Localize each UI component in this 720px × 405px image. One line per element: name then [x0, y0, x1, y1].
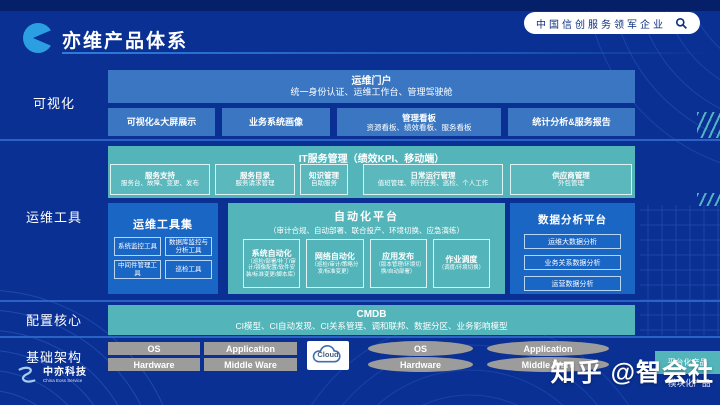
data-item-bigdata: 运维大数据分析 [524, 234, 621, 249]
tagline-text: 中国信创服务领军企业 [536, 19, 666, 31]
company-name-block: 中亦科技 China Eoss Service [43, 367, 87, 384]
tool-system-monitoring: 系统监控工具 [114, 237, 161, 256]
cmdb-subtitle: CI模型、CI自动发现、CI关系管理、调和联邦、数据分区、业务影响模型 [235, 321, 508, 331]
automation-boxes: 系统自动化 （巡检/部署/补丁/审计/镜像配置/软件安装/标准变更/脚本库） 网… [243, 239, 490, 288]
side-label-ops-tools: 运维工具 [25, 210, 82, 225]
itsm-box-service-catalog: 服务目录 服务请求管理 [215, 164, 295, 195]
infra-right-application: Application [487, 341, 609, 356]
tool-inspection: 巡检工具 [165, 260, 212, 279]
automation-title: 自动化平台 [334, 211, 399, 223]
cmdb-title: CMDB [356, 309, 387, 320]
company-name: 中亦科技 [43, 366, 87, 378]
zhihu-watermark: 知乎 @智会社 [550, 359, 714, 387]
automation-box-app-release: 应用发布 （版本管理/环境切换/自动部署） [369, 239, 427, 288]
legend-platform-product: 平台化产品 [655, 351, 720, 374]
itsm-box-vendor-management: 供应商管理 外包管理 [510, 164, 632, 195]
tool-middleware-management: 中间件管理工具 [114, 260, 161, 279]
section-divider [0, 336, 720, 338]
itsm-title: IT服务管理（绩效KPI、移动端） [298, 154, 445, 165]
side-label-config-core: 配置核心 [25, 313, 82, 328]
ops-portal-bar: 运维门户 统一身份认证、运维工作台、管理驾驶舱 [108, 70, 635, 103]
automation-box-job-scheduling: 作业调度 （调度/环境切换） [432, 239, 490, 288]
company-logo: 中亦科技 China Eoss Service [16, 364, 87, 386]
automation-platform-panel: 自动化平台 （审计合规、自动部署、联合投产、环境切换、应急演练） 系统自动化 （… [228, 203, 505, 294]
itsm-box-service-support: 服务支持 服务台、故障、变更、发布 [110, 164, 210, 195]
company-subtitle: China Eoss Service [43, 377, 83, 383]
infra-left-hardware: Hardware [108, 358, 200, 371]
box-business-system-portrait: 业务系统画像 [222, 108, 330, 136]
section-divider [0, 300, 720, 302]
brand-mark-icon [23, 23, 54, 53]
box-visualization-bigscreen: 可视化&大屏展示 [108, 108, 215, 136]
cmdb-bar: CMDB CI模型、CI自动发现、CI关系管理、调和联邦、数据分区、业务影响模型 [108, 305, 635, 335]
hatch-decoration-bottom [697, 193, 720, 206]
title-underline [62, 52, 708, 54]
automation-subtitle: （审计合规、自动部署、联合投产、环境切换、应急演练） [269, 226, 464, 235]
cloud-label: Cloud [317, 350, 339, 359]
ops-toolkit-title: 运维工具集 [133, 219, 193, 231]
tool-database-monitoring: 数据库监控与分析工具 [165, 237, 212, 256]
itsm-box-knowledge: 知识管理 自助服务 [300, 164, 348, 195]
ops-toolkit-panel: 运维工具集 系统监控工具 数据库监控与分析工具 中间件管理工具 巡检工具 [108, 203, 218, 294]
data-analysis-title: 数据分析平台 [538, 214, 607, 226]
side-label-visualization: 可视化 [32, 96, 75, 111]
infra-left-application: Application [204, 342, 297, 355]
itsm-panel: IT服务管理（绩效KPI、移动端） 服务支持 服务台、故障、变更、发布 服务目录… [108, 146, 635, 198]
cloud-icon [312, 345, 341, 363]
cloud-box: Cloud [307, 341, 349, 370]
company-swan-icon [18, 366, 36, 383]
data-item-business-relation: 业务关系数据分析 [524, 255, 621, 270]
legend-module-product: 模块化产品 [668, 378, 711, 388]
infra-left-middleware: Middle Ware [204, 358, 297, 371]
search-pill: 中国信创服务领军企业 [524, 12, 700, 34]
page-title: 亦维产品体系 [62, 31, 189, 52]
infra-right-hardware: Hardware [368, 357, 473, 372]
ops-toolkit-grid: 系统监控工具 数据库监控与分析工具 中间件管理工具 巡检工具 [114, 237, 212, 279]
ops-portal-subtitle: 统一身份认证、运维工作台、管理驾驶舱 [290, 87, 453, 97]
data-item-operation-data: 运营数据分析 [524, 276, 621, 291]
automation-box-system: 系统自动化 （巡检/部署/补丁/审计/镜像配置/软件安装/标准变更/脚本库） [243, 239, 301, 288]
ops-portal-title: 运维门户 [351, 76, 392, 87]
section-divider [0, 139, 720, 141]
hatch-decoration-top [697, 112, 720, 138]
infra-left-os: OS [108, 342, 200, 355]
side-label-infrastructure: 基础架构 [25, 350, 82, 365]
box-statistics-report: 统计分析&服务报告 [508, 108, 635, 136]
search-icon [675, 17, 687, 29]
infra-right-middleware: Middle Ware [487, 357, 609, 372]
data-analysis-panel: 数据分析平台 运维大数据分析 业务关系数据分析 运营数据分析 [510, 203, 635, 294]
automation-box-network: 网络自动化 （巡检/审计/策略分发/标准变更） [306, 239, 364, 288]
box-management-dashboard: 管理看板 资源看板、绩效看板、服务看板 [337, 108, 501, 136]
itsm-box-daily-operation: 日常运行管理 值班管理、例行任务、巡检、个人工作 [363, 164, 503, 195]
infra-right-os: OS [368, 341, 473, 356]
top-strip [0, 0, 720, 11]
